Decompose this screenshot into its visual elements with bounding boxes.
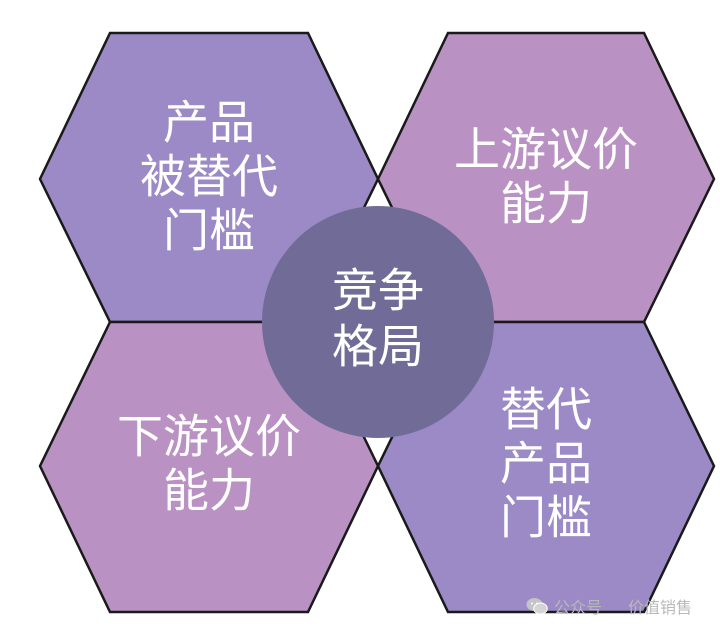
wechat-icon — [526, 598, 548, 615]
center-label-line: 格局 — [332, 320, 424, 374]
center-circle-competition-landscape: 竞争 格局 — [262, 206, 494, 438]
hexagon-label-line: 产品 — [163, 96, 255, 150]
hexagon-label-line: 产品 — [500, 437, 592, 491]
center-label-line: 竞争 — [332, 264, 424, 318]
hexagon-label-line: 下游议价 — [117, 410, 301, 464]
hexagon-label-line: 能力 — [163, 464, 255, 518]
center-circle — [262, 206, 494, 438]
watermark-source: 公众号 — [553, 598, 602, 617]
watermark: 公众号 价值销售 — [526, 594, 692, 618]
hexagon-label-line: 门槛 — [500, 491, 592, 545]
hexagon-label-line: 替代 — [500, 383, 592, 437]
hexagon-label-line: 被替代 — [140, 150, 278, 204]
hexagon-label-line: 上游议价 — [454, 123, 638, 177]
hexagon-label-line: 门槛 — [163, 204, 255, 258]
hexagon-label-line: 能力 — [500, 177, 592, 231]
watermark-name: 价值销售 — [627, 598, 692, 617]
